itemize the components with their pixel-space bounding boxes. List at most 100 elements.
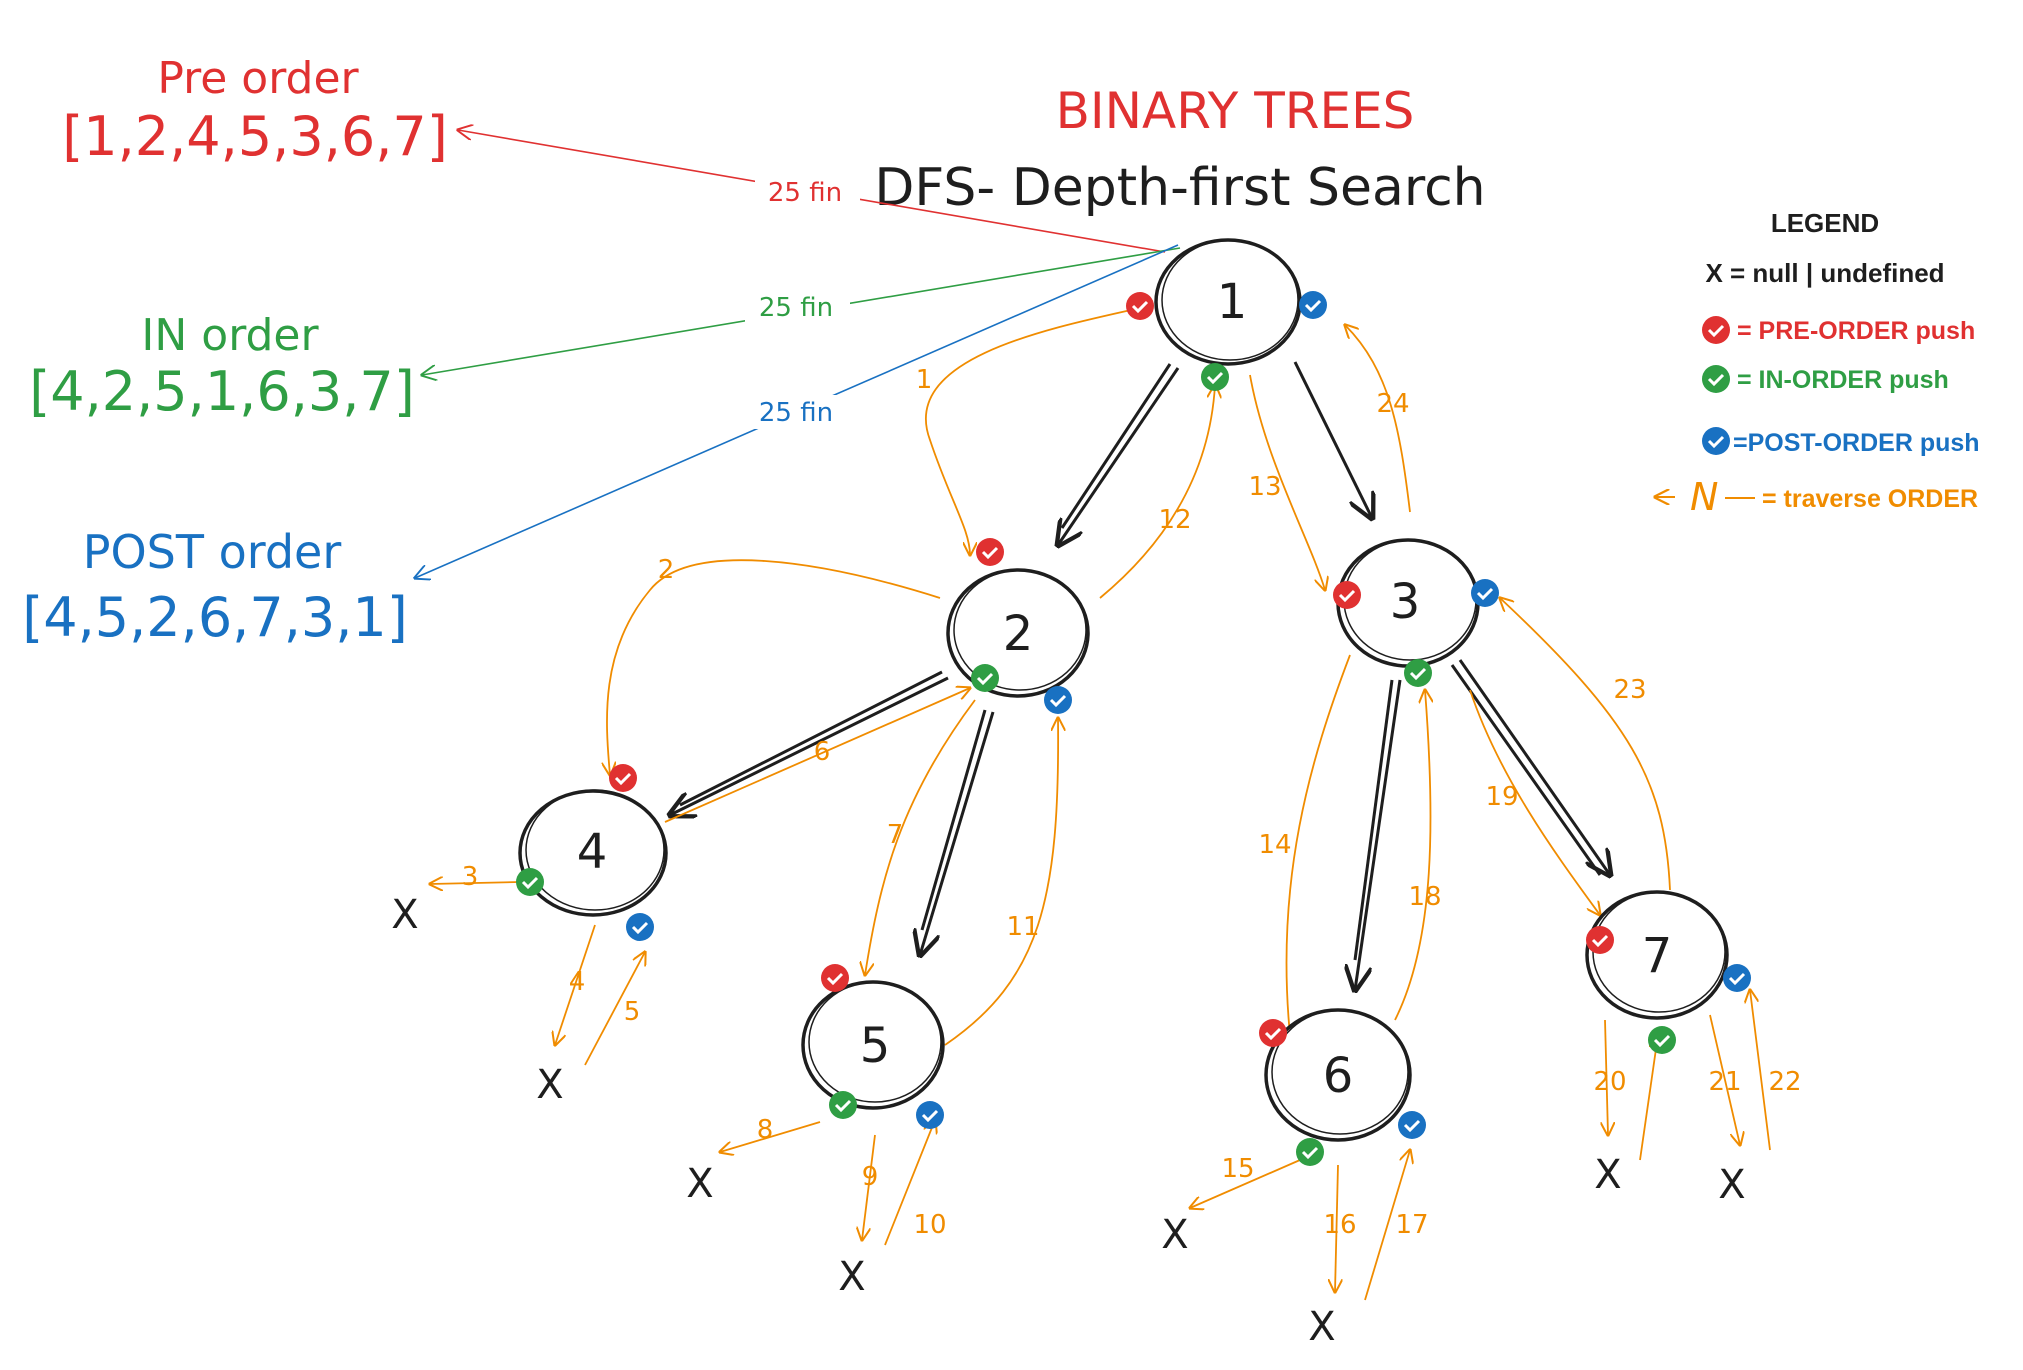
legend-in-label: = IN-ORDER push [1737,366,1949,394]
in-check-icon [1296,1138,1324,1166]
tree-node: 4 [518,789,668,917]
pre-check-icon [1126,292,1154,320]
step-label: 1 [916,365,933,395]
post-check-icon [1471,579,1499,607]
edge-2-4 [670,676,949,815]
null-marker: X [1718,1162,1745,1208]
legend-null-definition: X = null | undefined [1705,258,1944,288]
legend-pre-label: = PRE-ORDER push [1737,317,1975,345]
tree-node: 5 [801,980,945,1110]
legend-in-check-icon [1702,365,1730,393]
node-value: 4 [577,824,608,880]
in-order-label: IN order [141,310,319,361]
step-label: 21 [1708,1067,1741,1097]
step-label: 5 [624,997,641,1027]
legend-traverse-symbol: N [1690,475,1718,519]
post-check-icon [1044,686,1072,714]
null-marker: X [686,1161,713,1207]
traverse-arrows [430,307,1771,1301]
in-order-result: [4,2,5,1,6,3,7] [29,360,415,423]
null-marker: X [536,1062,563,1108]
node-value: 6 [1323,1048,1354,1104]
edge-3-6 [1355,679,1402,990]
null-marker: X [391,892,418,938]
in-finish-label: 25 fin [759,293,833,323]
in-check-icon [1648,1026,1676,1054]
tree-node: 1 [1154,238,1302,366]
pre-order-block: Pre order [1,2,4,5,3,6,7] [62,53,448,168]
node-value: 7 [1642,928,1673,984]
legend-pre-check-icon [1702,316,1730,344]
edge-1-2 [1058,367,1180,545]
edge-2-5 [920,711,995,955]
post-order-block: POST order [4,5,2,6,7,3,1] [22,525,408,649]
step-label: 9 [862,1162,879,1192]
step-label: 13 [1248,472,1281,502]
in-check-icon [971,664,999,692]
legend-post-label: =POST-ORDER push [1733,429,1980,457]
pre-finish-label: 25 fin [768,178,842,208]
step-label: 4 [569,967,586,997]
node-value: 5 [860,1018,891,1074]
legend-post-check-icon [1702,427,1730,455]
post-check-icon [1723,964,1751,992]
post-check-icon [1299,291,1327,319]
step-label: 20 [1593,1067,1626,1097]
null-marker: X [1594,1152,1621,1198]
step-label: 7 [887,820,904,850]
in-check-icon [516,868,544,896]
step-label: 19 [1485,782,1518,812]
post-check-icon [1398,1111,1426,1139]
post-check-icon [626,913,654,941]
tree-edges [670,361,1610,990]
tree-node: 6 [1264,1008,1412,1142]
traverse-step-labels: 1 2 3 4 5 6 7 8 9 10 11 12 13 14 15 16 1… [462,365,1802,1240]
finish-arrows: 25 fin 25 fin 25 fin [415,130,1181,578]
node-value: 2 [1003,606,1034,662]
legend: LEGEND X = null | undefined = PRE-ORDER … [1655,208,1980,519]
step-label: 23 [1613,675,1646,705]
pre-check-icon [609,764,637,792]
post-finish-label: 25 fin [759,398,833,428]
legend-traverse-label: = traverse ORDER [1762,485,1978,513]
step-label: 22 [1768,1067,1801,1097]
pre-check-icon [1586,926,1614,954]
pre-check-icon [821,964,849,992]
pre-check-icon [1259,1019,1287,1047]
step-label: 2 [658,555,675,585]
in-check-icon [1404,659,1432,687]
step-label: 3 [462,862,479,892]
null-marker: X [1161,1212,1188,1258]
step-label: 18 [1408,882,1441,912]
step-label: 11 [1006,912,1039,942]
in-check-icon [829,1091,857,1119]
post-order-result: [4,5,2,6,7,3,1] [22,586,408,649]
legend-title: LEGEND [1771,208,1879,238]
post-check-icon [916,1101,944,1129]
tree-node: 3 [1336,538,1480,668]
pre-order-result: [1,2,4,5,3,6,7] [62,105,448,168]
pre-check-icon [976,538,1004,566]
diagram-subtitle: DFS- Depth-first Search [874,158,1485,218]
step-label: 15 [1221,1154,1254,1184]
step-label: 14 [1258,830,1291,860]
node-value: 1 [1217,274,1248,330]
node-value: 3 [1390,574,1421,630]
step-label: 16 [1323,1210,1356,1240]
check-badges [516,291,1751,1166]
pre-check-icon [1333,581,1361,609]
step-label: 10 [913,1210,946,1240]
step-label: 17 [1395,1210,1428,1240]
tree-node: 2 [946,568,1090,698]
null-marker: X [1308,1304,1335,1350]
edge-3-7 [1458,659,1610,875]
pre-order-label: Pre order [157,53,359,104]
in-order-block: IN order [4,2,5,1,6,3,7] [29,310,415,423]
post-order-label: POST order [83,525,342,579]
step-label: 24 [1376,389,1409,419]
null-marker: X [838,1254,865,1300]
tree-nodes: 1 2 3 4 5 6 7 [518,238,1729,1142]
null-markers: X X X X X X X X [391,892,1745,1350]
edge-1-3 [1293,361,1372,518]
